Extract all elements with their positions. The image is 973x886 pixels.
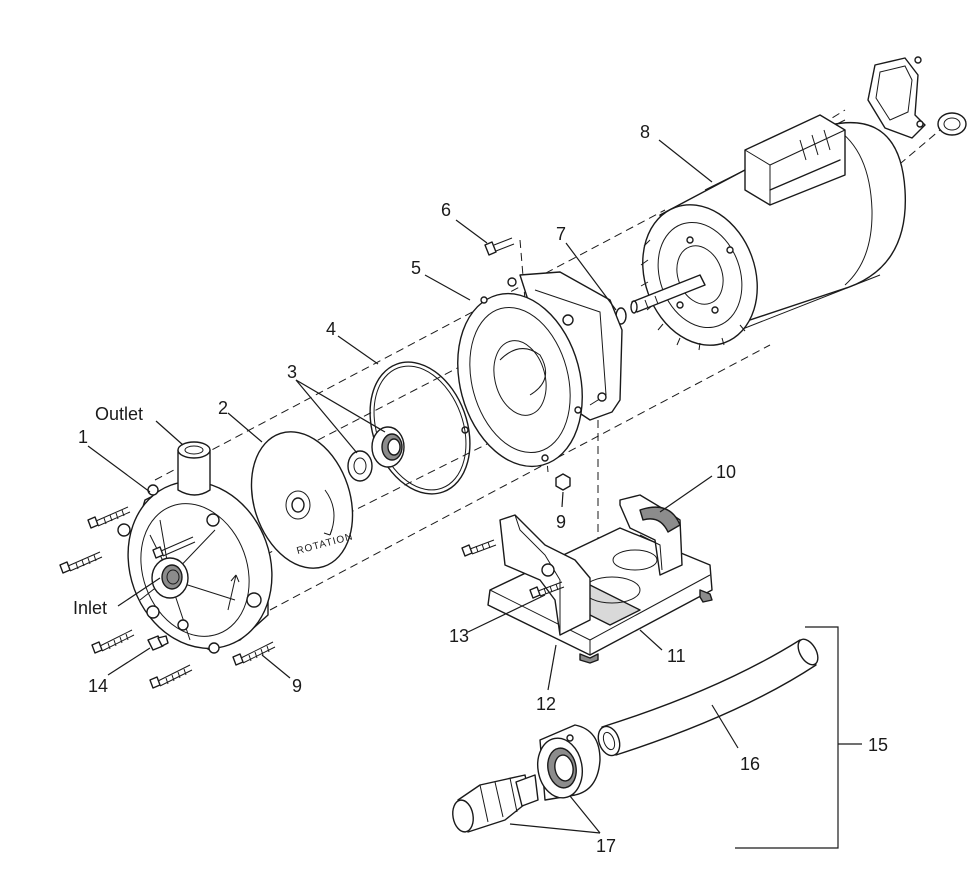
housing-bolts xyxy=(59,506,276,689)
label-outlet: Outlet xyxy=(95,404,143,424)
label-part-2: 2 xyxy=(218,398,228,418)
label-part-8: 8 xyxy=(640,122,650,142)
label-part-15: 15 xyxy=(868,735,888,755)
base-bolts xyxy=(461,539,565,599)
motor xyxy=(630,114,907,351)
pump-housing xyxy=(117,441,273,654)
hose-fittings xyxy=(452,724,601,833)
label-part-14: 14 xyxy=(88,676,108,696)
label-part-4: 4 xyxy=(326,319,336,339)
label-part-17: 17 xyxy=(596,836,616,856)
kit-bracket xyxy=(735,626,839,849)
label-part-3: 3 xyxy=(287,362,297,382)
part-labels: Outlet Inlet 1 2 3 4 5 6 7 8 9 9 10 11 1… xyxy=(73,122,888,856)
seal-plate-bracket xyxy=(457,271,623,468)
leader-lines xyxy=(87,139,739,834)
label-part-7: 7 xyxy=(556,224,566,244)
bracket-bolt xyxy=(484,237,515,256)
hose xyxy=(597,638,819,757)
label-part-9-bolt: 9 xyxy=(292,676,302,696)
label-part-12: 12 xyxy=(536,694,556,714)
label-part-5: 5 xyxy=(411,258,421,278)
label-part-10: 10 xyxy=(716,462,736,482)
label-part-16: 16 xyxy=(740,754,760,774)
motor-end-cover xyxy=(867,56,967,139)
impeller: ROTATION xyxy=(250,431,355,569)
bracket-nut xyxy=(555,473,571,491)
label-inlet: Inlet xyxy=(73,598,107,618)
label-part-6: 6 xyxy=(441,200,451,220)
label-part-9-nut: 9 xyxy=(556,512,566,532)
label-part-13: 13 xyxy=(449,626,469,646)
label-part-1: 1 xyxy=(78,427,88,447)
shaft-seal xyxy=(347,426,405,482)
label-part-11: 11 xyxy=(667,646,686,666)
motor-base xyxy=(487,494,713,664)
